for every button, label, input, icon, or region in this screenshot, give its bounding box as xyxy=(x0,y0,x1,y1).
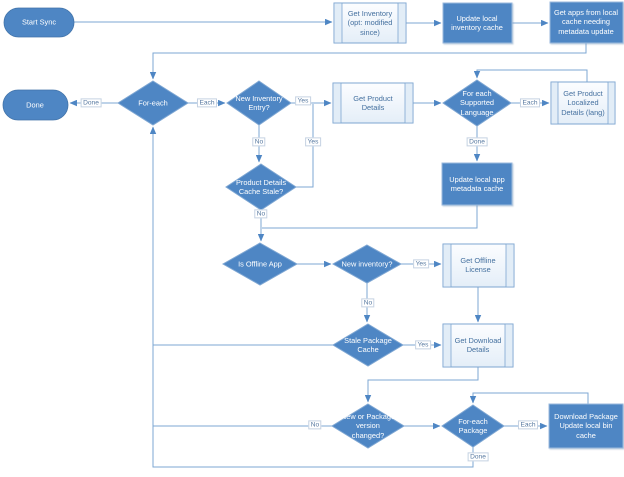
node-new-inventory-entry[interactable] xyxy=(226,80,292,126)
get-inventory-label: Get Inventory (opt: modified since) xyxy=(347,9,393,37)
edge-label-cache-stale-no: No xyxy=(254,209,268,219)
node-get-download-details[interactable] xyxy=(442,323,514,368)
edge-label-new-inventory-yes: Yes xyxy=(413,259,429,269)
node-get-product-localized-details[interactable] xyxy=(550,81,616,125)
edge-label-new-entry-yes: Yes xyxy=(295,96,311,106)
edge-label-language-each: Each xyxy=(519,98,541,108)
for-each-label: For-each xyxy=(138,98,168,108)
connector-download-details-to-version xyxy=(364,367,479,403)
node-foreach-supported-language[interactable] xyxy=(442,79,512,127)
connector-get-apps-to-for-each xyxy=(149,43,587,80)
node-update-app-metadata-cache[interactable] xyxy=(441,162,513,206)
edge-label-foreach-package-each: Each xyxy=(517,420,539,430)
node-is-offline-app[interactable] xyxy=(221,242,299,286)
connector-cache-stale-yes xyxy=(296,104,314,188)
edge-label-language-done: Done xyxy=(466,137,488,147)
new-inventory-entry-label: New Inventory Entry? xyxy=(235,93,283,112)
update-inventory-cache-label: Update local inventory cache xyxy=(451,13,503,32)
foreach-package-label: For-each Package xyxy=(458,416,488,435)
node-new-inventory[interactable] xyxy=(331,244,403,284)
connector-localized-loop xyxy=(473,69,588,82)
download-package-label: Download Package Update local bin cache xyxy=(554,412,618,440)
node-download-package[interactable] xyxy=(548,403,624,449)
edge-label-new-entry-no: No xyxy=(252,137,266,147)
node-update-inventory-cache[interactable] xyxy=(442,2,513,44)
node-foreach-package[interactable] xyxy=(441,404,505,448)
get-offline-license-label: Get Offline License xyxy=(460,255,496,274)
edge-label-foreach-package-done: Done xyxy=(467,452,489,462)
get-product-details-label: Get Product Details xyxy=(353,93,393,112)
connector-metadata-to-junction xyxy=(262,205,478,229)
edge-label-for-each-each: Each xyxy=(196,98,218,108)
edge-label-for-each-done: Done xyxy=(80,98,102,108)
get-apps-label: Get apps from local cache needing metada… xyxy=(553,8,619,36)
node-new-or-package-version-changed[interactable] xyxy=(331,403,405,449)
done-label: Done xyxy=(26,100,44,110)
node-start-sync[interactable] xyxy=(3,7,75,38)
edge-label-package-version-no: No xyxy=(308,420,322,430)
new-or-package-version-changed-label: New or Package version changed? xyxy=(340,412,396,440)
edge-label-stale-package-yes: Yes xyxy=(415,340,431,350)
update-app-metadata-cache-label: Update local app metadata cache xyxy=(449,174,505,193)
node-get-offline-license[interactable] xyxy=(442,243,515,288)
stale-package-cache-label: Stale Package Cache xyxy=(344,335,392,354)
node-for-each[interactable] xyxy=(117,80,189,126)
node-get-apps[interactable] xyxy=(549,1,624,44)
foreach-supported-language-label: For each Supported Language xyxy=(459,89,495,117)
product-details-cache-stale-label: Product Details Cache Stale? xyxy=(235,177,287,196)
node-stale-package-cache[interactable] xyxy=(332,323,404,367)
edge-label-new-inventory-no: No xyxy=(361,298,375,308)
connector-download-package-loop xyxy=(469,392,589,404)
node-get-inventory[interactable] xyxy=(333,2,407,44)
node-get-product-details[interactable] xyxy=(332,82,414,124)
get-product-localized-details-label: Get Product Localized Details (lang) xyxy=(561,89,605,117)
edge-label-cache-stale-yes: Yes xyxy=(305,137,321,147)
start-sync-label: Start Sync xyxy=(21,17,57,27)
new-inventory-label: New inventory? xyxy=(341,259,393,269)
node-done[interactable] xyxy=(2,89,69,121)
get-download-details-label: Get Download Details xyxy=(454,335,502,354)
is-offline-app-label: Is Offline App xyxy=(238,259,282,269)
